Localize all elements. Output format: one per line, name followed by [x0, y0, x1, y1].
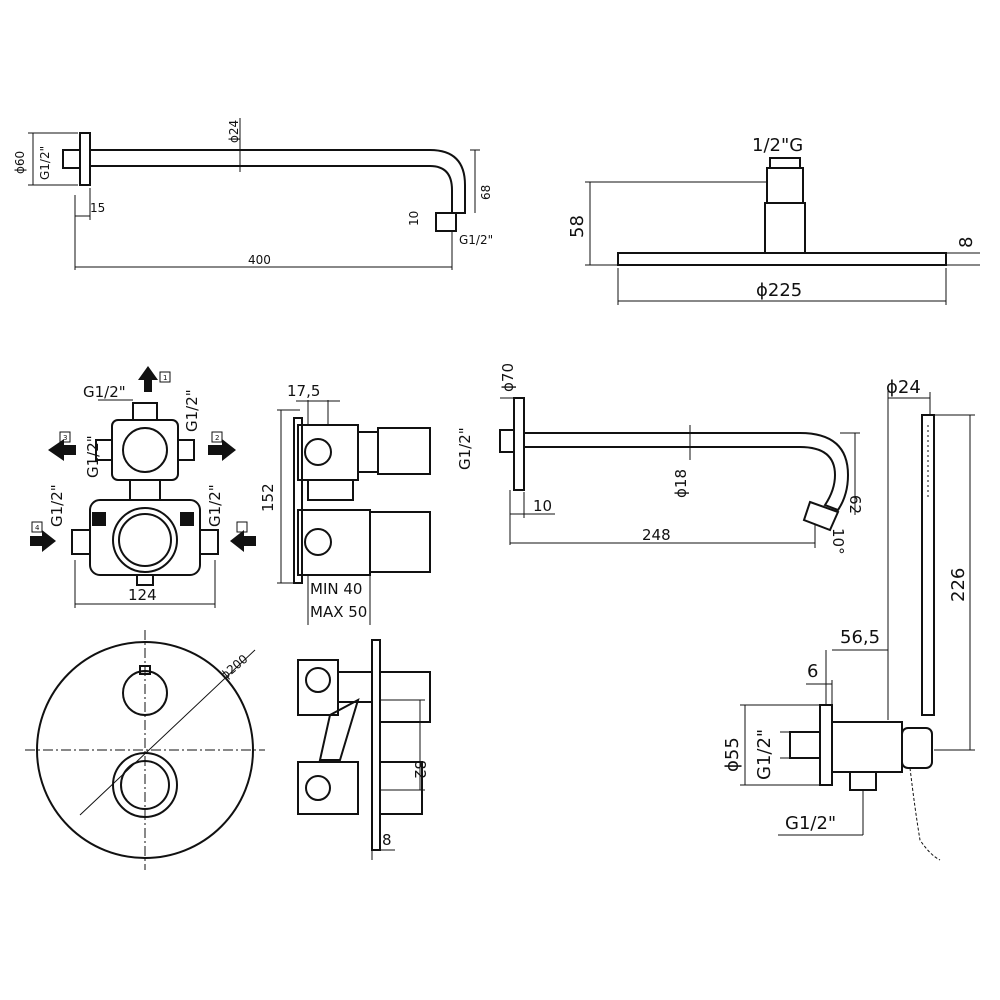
spout-d70-label: ϕ70	[499, 363, 517, 392]
spout-angle-label: 10°	[829, 528, 847, 555]
hand-thread-wall-label: G1/2"	[754, 729, 775, 780]
spout-w10-label: 10	[533, 497, 552, 515]
valve-top-thread-label: G1/2"	[83, 383, 126, 401]
spout-d18-label: ϕ18	[672, 469, 690, 498]
hand-shower-drawing: ϕ24 226 56,5 6 ϕ55 G1/2" G1/2"	[722, 377, 975, 861]
hand-thread-bottom-label: G1/2"	[785, 813, 836, 834]
trim-plate-drawing: ϕ200 82 8	[25, 630, 431, 870]
valve-lower-right-thread-label: G1/2"	[206, 484, 224, 527]
plate-h82-label: 82	[411, 760, 429, 779]
hand-d55-label: ϕ55	[722, 737, 743, 772]
valve-side-drawing: 17,5 152 MIN 40 MAX 50	[259, 382, 431, 625]
side-h152-label: 152	[259, 483, 277, 512]
side-w17-5-label: 17,5	[287, 382, 320, 400]
valve-lower-left-thread-label: G1/2"	[48, 484, 66, 527]
side-max-label: MAX 50	[310, 603, 367, 621]
plate-w8-label: 8	[382, 831, 392, 849]
head-thread-label: 1/2"G	[752, 135, 803, 156]
port-1-label: 1	[163, 374, 167, 382]
spout-len248-label: 248	[642, 526, 671, 544]
head-d225-label: ϕ225	[756, 280, 802, 301]
arm-w15-label: 15	[90, 201, 105, 215]
arm-len400-label: 400	[248, 253, 271, 267]
shower-head-drawing: 1/2"G 58 8 ϕ225	[567, 135, 980, 305]
spout-h62-label: 62	[846, 495, 864, 514]
side-min-label: MIN 40	[310, 580, 362, 598]
hand-h226-label: 226	[948, 568, 969, 602]
port-4-label: 4	[35, 524, 40, 532]
head-h58-label: 58	[567, 215, 588, 238]
port-2-label: 2	[215, 434, 219, 442]
port-3-label: 3	[63, 434, 67, 442]
spout-thread-label: G1/2"	[456, 427, 474, 470]
arm-d24-label: ϕ24	[227, 120, 241, 143]
valve-body-drawing: 1 2 3 4 G1/2" G1/2" G1/2" G1/2" G1/2" 12…	[30, 366, 256, 608]
spout-drawing: ϕ70 G1/2" ϕ18 62 10 248 10°	[456, 363, 864, 555]
hand-d24-label: ϕ24	[886, 377, 921, 398]
hand-w56-5-label: 56,5	[840, 627, 880, 648]
hand-w6-label: 6	[807, 661, 818, 682]
valve-upper-right-thread-label: G1/2"	[183, 389, 201, 432]
arm-thread-right-label: G1/2"	[459, 233, 493, 247]
valve-upper-left-thread-label: G1/2"	[84, 435, 102, 478]
arm-d60-label: ϕ60	[13, 151, 27, 174]
arm-h10-label: 10	[407, 211, 421, 226]
arm-thread-left-label: G1/2"	[38, 146, 52, 180]
valve-w124-label: 124	[128, 586, 157, 604]
arm-h68-label: 68	[479, 185, 493, 200]
shower-arm-drawing: ϕ60 G1/2" ϕ24 15 400 10 68 G1/2"	[13, 118, 493, 270]
plate-d200-label: ϕ200	[218, 652, 251, 683]
head-h8-label: 8	[956, 237, 977, 248]
